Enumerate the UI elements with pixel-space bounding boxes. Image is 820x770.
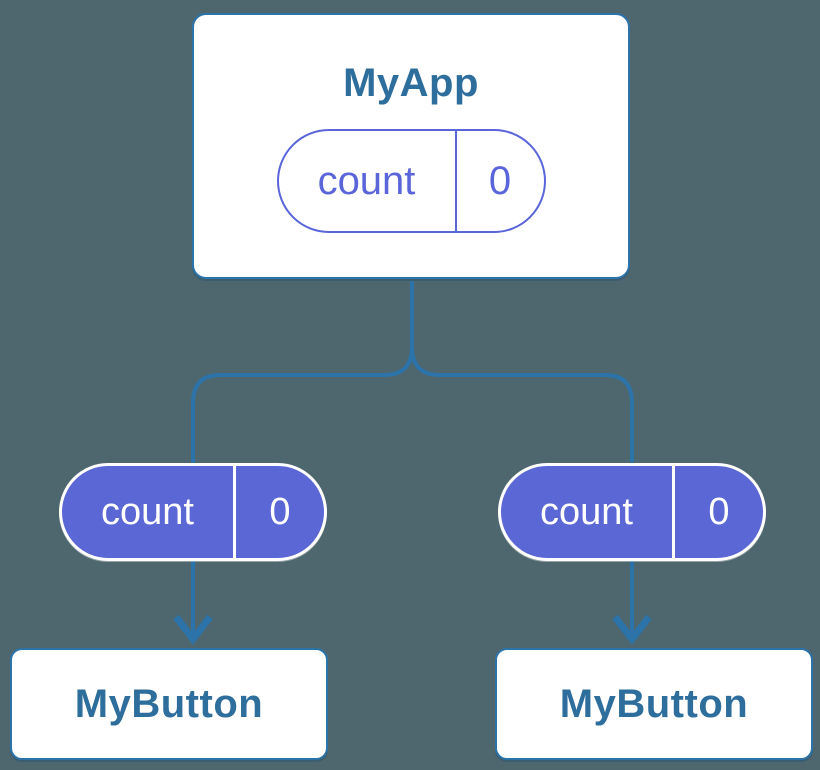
state-value: 0 bbox=[488, 158, 512, 203]
left-prop-pill: count 0 bbox=[59, 463, 327, 561]
myapp-node: MyApp count 0 bbox=[192, 13, 630, 279]
prop-value: 0 bbox=[269, 490, 291, 533]
state-name: count bbox=[279, 131, 457, 231]
mybutton-title: MyButton bbox=[74, 682, 264, 726]
arrowhead-right-icon bbox=[612, 614, 652, 645]
edge-root-to-left-child bbox=[191, 281, 414, 634]
prop-name: count bbox=[62, 466, 236, 558]
mybutton-node-right: MyButton bbox=[495, 648, 813, 760]
right-prop-pill: count 0 bbox=[498, 463, 766, 561]
mybutton-title: MyButton bbox=[559, 682, 749, 726]
mybutton-node-left: MyButton bbox=[10, 648, 328, 760]
myapp-state-pill: count 0 bbox=[276, 129, 546, 233]
arrowhead-left-icon bbox=[173, 614, 213, 645]
edge-root-to-right-child bbox=[410, 281, 634, 634]
prop-value: 0 bbox=[708, 490, 730, 533]
myapp-title: MyApp bbox=[343, 61, 479, 105]
prop-name: count bbox=[501, 466, 675, 558]
